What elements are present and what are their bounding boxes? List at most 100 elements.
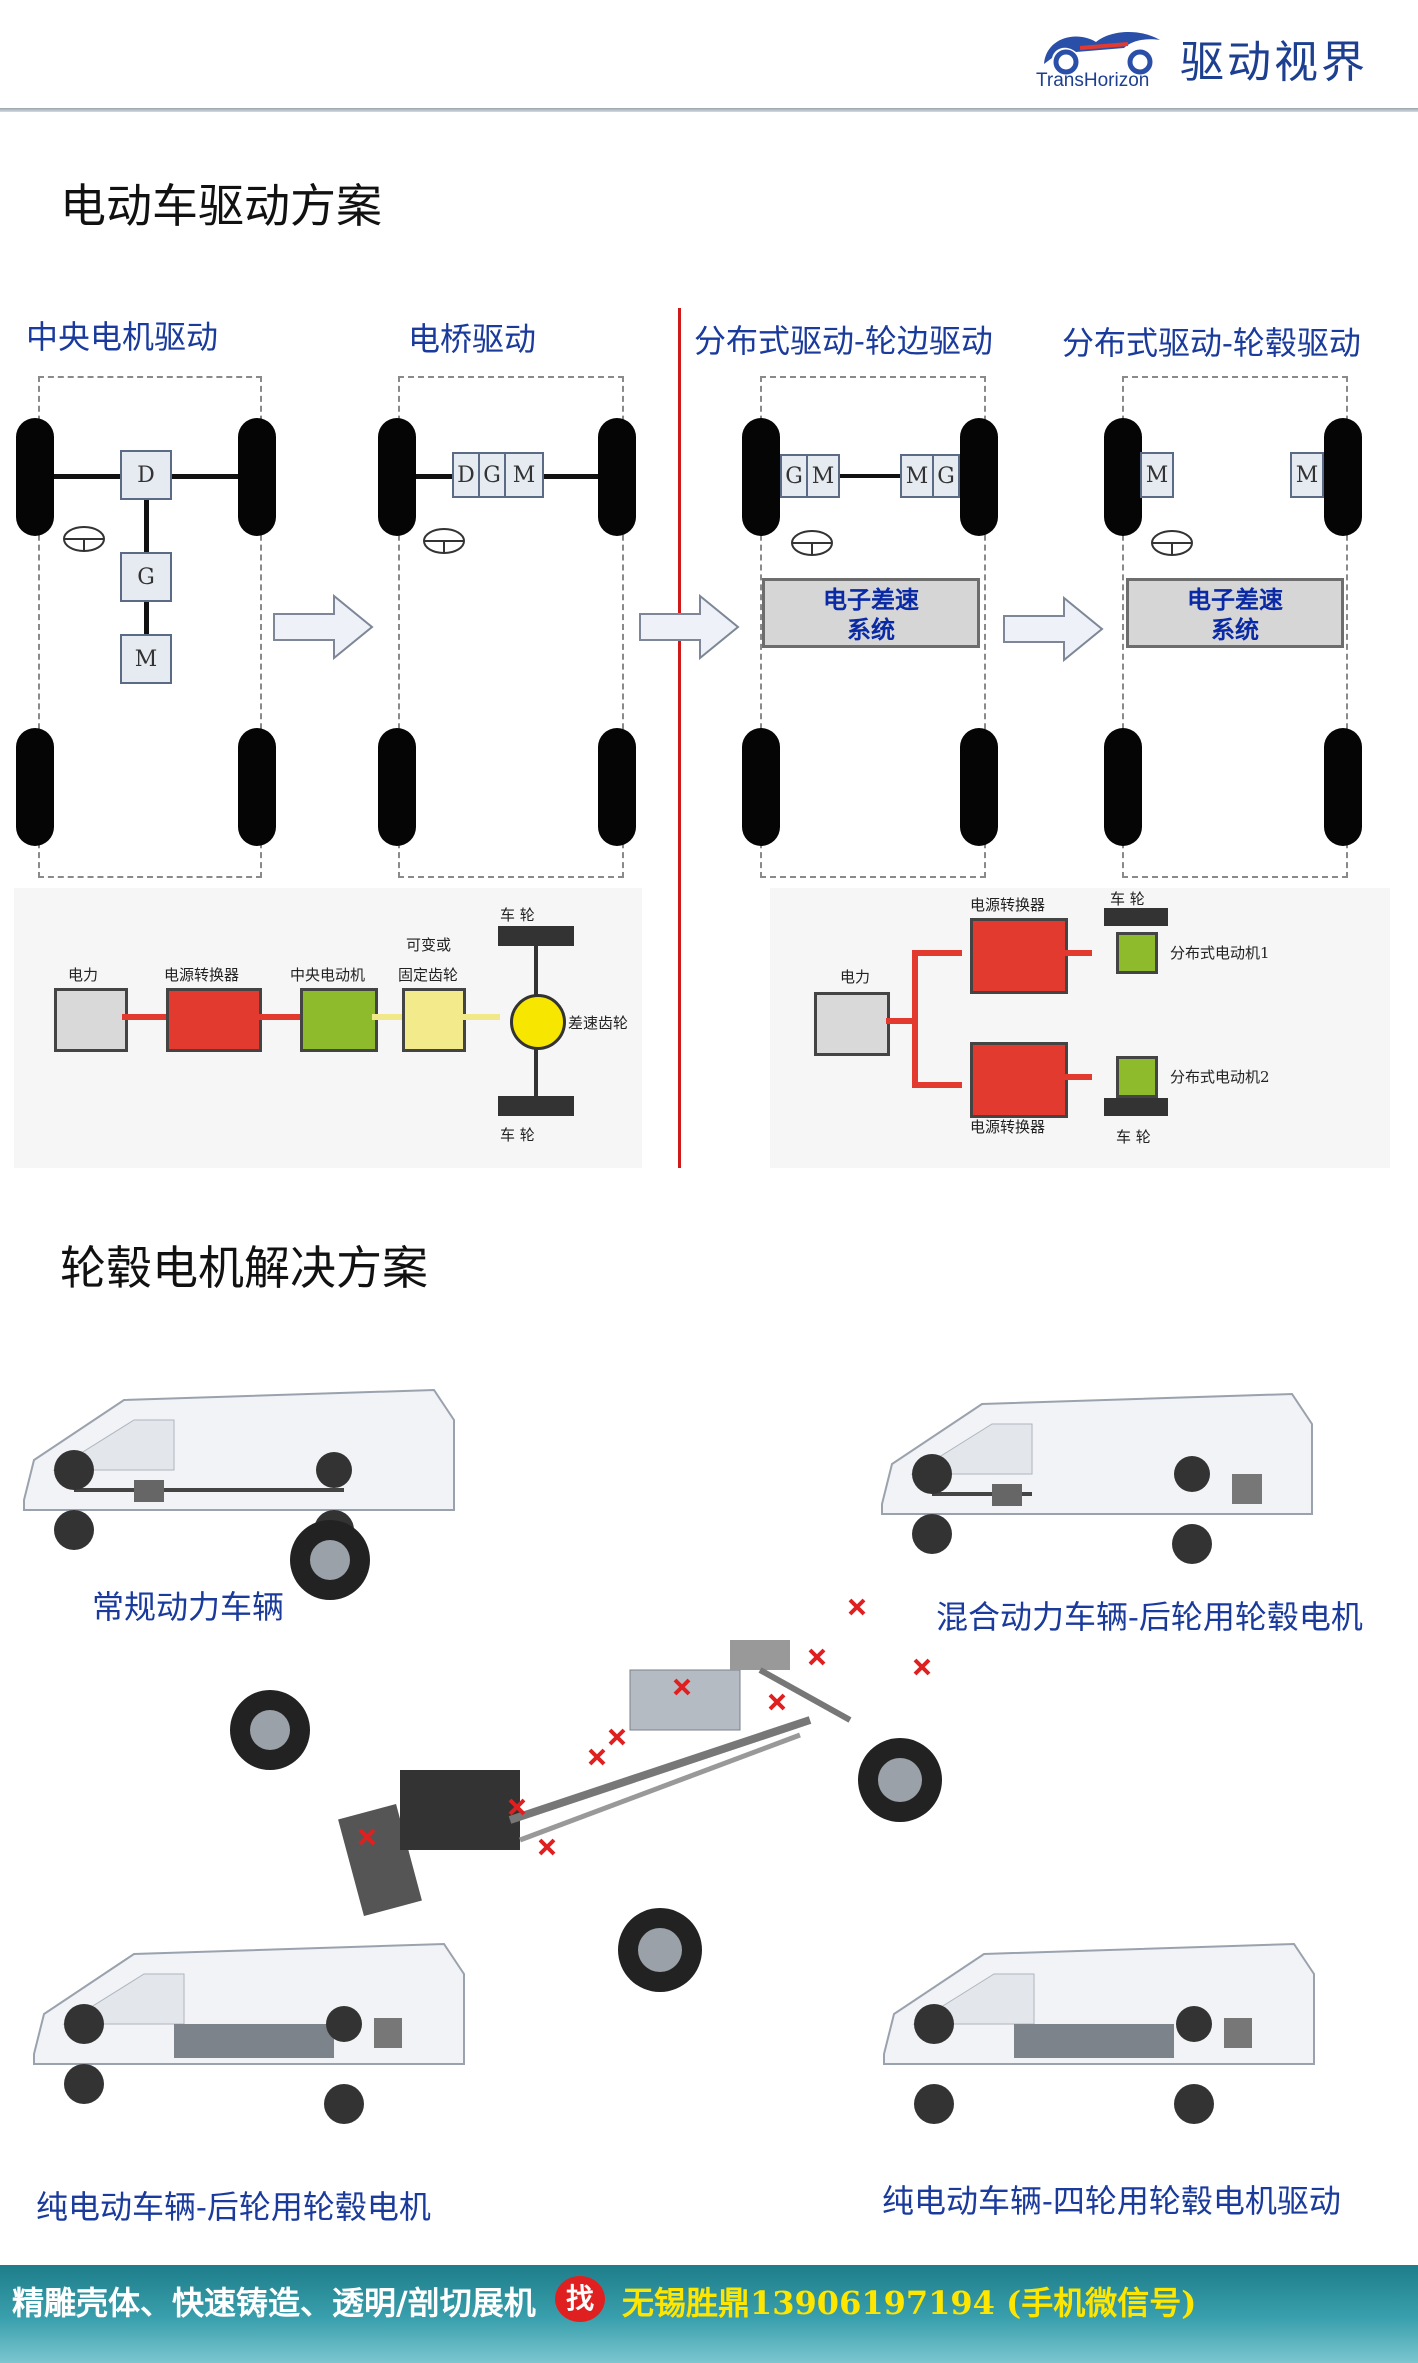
label-motor-2: 分布式电动机2 xyxy=(1170,1068,1270,1086)
flow-arrow xyxy=(256,1014,300,1020)
wheel-front-right xyxy=(1324,418,1362,536)
steering-wheel-icon xyxy=(791,530,833,556)
wheel-bottom xyxy=(498,1096,574,1116)
flow-arrow xyxy=(912,950,962,956)
label-gear: 固定齿轮 xyxy=(398,966,459,984)
logo-english-text: TransHorizon xyxy=(1036,70,1150,91)
transhorizon-logo-icon xyxy=(1044,31,1160,75)
motor-box: M xyxy=(806,454,840,498)
footer-badge: 找 xyxy=(555,2276,605,2322)
flow-arrow xyxy=(460,1014,500,1020)
label-wheel-top: 车 轮 xyxy=(500,906,535,924)
converter-box-top xyxy=(970,918,1068,994)
label-power: 电力 xyxy=(68,966,99,984)
caption-conventional: 常规动力车辆 xyxy=(92,1588,285,1626)
label-wheel-bottom: 车 轮 xyxy=(1116,1128,1151,1146)
label-wheel-bottom: 车 轮 xyxy=(500,1126,535,1144)
label-converter-bottom: 电源转换器 xyxy=(970,1118,1046,1136)
differential-gear xyxy=(510,994,566,1050)
section-divider-line xyxy=(678,308,681,1168)
flow-branch xyxy=(912,950,918,1088)
wheel-rear-right xyxy=(960,728,998,846)
motor-box: M xyxy=(120,634,172,684)
caption-ev-rear: 纯电动车辆-后轮用轮毂电机 xyxy=(36,2188,431,2226)
flow-diagram-central: 电力 电源转换器 中央电动机 可变或 固定齿轮 车 轮 差速齿轮 车 轮 xyxy=(14,888,642,1168)
label-motor-1: 分布式电动机1 xyxy=(1170,944,1270,962)
flow-arrow xyxy=(122,1014,166,1020)
steering-wheel-icon xyxy=(423,528,465,554)
wheel-front-left xyxy=(16,418,54,536)
wheel-rear-right xyxy=(598,728,636,846)
van-ev-rear-image xyxy=(33,1942,465,2124)
footer-contact-text: 无锡胜鼎13906197194 (手机微信号) xyxy=(622,2284,1197,2322)
header-divider xyxy=(0,108,1418,112)
label-converter: 电源转换器 xyxy=(164,966,240,984)
flow-arrow xyxy=(1064,1074,1092,1080)
diagram-title-central-motor: 中央电机驱动 xyxy=(26,318,219,356)
diff-box: D xyxy=(120,450,172,500)
motor-box: M xyxy=(1140,452,1174,498)
diagram-title-in-wheel: 分布式驱动-轮毂驱动 xyxy=(1062,324,1361,362)
arrow-right-icon xyxy=(639,593,740,661)
wheel-rear-right xyxy=(1324,728,1362,846)
caption-ev-four-wheel: 纯电动车辆-四轮用轮毂电机驱动 xyxy=(882,2182,1341,2220)
label-power: 电力 xyxy=(840,968,871,986)
motor-box xyxy=(300,988,378,1052)
electronic-differential-box: 电子差速 系统 xyxy=(762,578,980,648)
logo-chinese-text: 驱动视界 xyxy=(1180,37,1368,88)
converter-box xyxy=(166,988,262,1052)
label-differential: 差速齿轮 xyxy=(568,1014,629,1032)
gear-box: G xyxy=(120,552,172,602)
gear-box: G xyxy=(932,454,960,498)
van-ev-four-wheel-image xyxy=(883,1942,1315,2124)
flow-arrow xyxy=(886,1018,916,1024)
flow-arrow xyxy=(1064,950,1092,956)
chassis-outline xyxy=(1122,376,1348,878)
section-title-in-wheel-solution: 轮毂电机解决方案 xyxy=(60,1241,428,1295)
motor-box: M xyxy=(504,452,544,498)
flow-arrow xyxy=(912,1082,962,1088)
power-box xyxy=(814,992,890,1056)
wheel-bottom xyxy=(1104,1098,1168,1116)
diff-box: D xyxy=(452,452,480,498)
electronic-differential-box: 电子差速 系统 xyxy=(1126,578,1344,648)
label-wheel-top: 车 轮 xyxy=(1110,890,1145,908)
flow-arrow xyxy=(372,1014,416,1020)
gear-box: G xyxy=(780,454,808,498)
wheel-rear-left xyxy=(1104,728,1142,846)
motor-box: M xyxy=(1290,452,1324,498)
arrow-right-icon xyxy=(273,593,374,661)
caption-hybrid: 混合动力车辆-后轮用轮毂电机 xyxy=(936,1598,1363,1636)
arrow-right-icon xyxy=(1003,595,1104,663)
wheel-top xyxy=(498,926,574,946)
link-line xyxy=(840,474,900,478)
label-central-motor: 中央电动机 xyxy=(290,966,366,984)
wheel-front-right xyxy=(960,418,998,536)
wheel-top xyxy=(1104,908,1168,926)
flow-diagram-distributed: 电力 电源转换器 电源转换器 车 轮 分布式电动机1 分布式电动机2 车 轮 xyxy=(770,888,1390,1168)
label-gear-top: 可变或 xyxy=(406,936,452,954)
van-conventional-image xyxy=(23,1388,455,1550)
diagram-title-wheel-side: 分布式驱动-轮边驱动 xyxy=(694,322,993,360)
distributed-motor-2 xyxy=(1116,1056,1158,1098)
diagram-title-e-axle: 电桥驱动 xyxy=(408,320,537,358)
gear-box: G xyxy=(478,452,506,498)
wheel-front-right xyxy=(238,418,276,536)
gear-box xyxy=(402,988,466,1052)
wheel-front-right xyxy=(598,418,636,536)
exploded-chassis-image: /> xyxy=(230,1520,942,1992)
power-box xyxy=(54,988,128,1052)
converter-box-bottom xyxy=(970,1042,1068,1118)
wheel-front-left xyxy=(742,418,780,536)
wheel-rear-right xyxy=(238,728,276,846)
steering-wheel-icon xyxy=(63,526,105,552)
footer-banner xyxy=(0,2265,1418,2363)
wheel-rear-left xyxy=(16,728,54,846)
label-converter-top: 电源转换器 xyxy=(970,896,1046,914)
wheel-rear-left xyxy=(742,728,780,846)
chassis-outline xyxy=(760,376,986,878)
chassis-outline xyxy=(398,376,624,878)
section-title-drive-schemes: 电动车驱动方案 xyxy=(60,179,382,233)
van-hybrid-image xyxy=(881,1392,1313,1564)
chassis-outline xyxy=(38,376,262,878)
